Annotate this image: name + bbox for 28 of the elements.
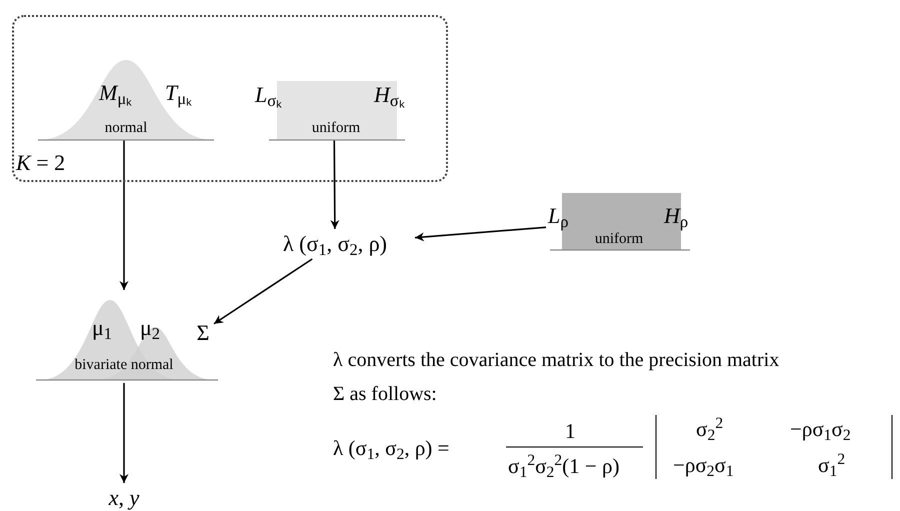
parameter-label: μ$_{2}$ xyxy=(140,314,160,342)
parameter-label: L$_{ρ}$ xyxy=(548,202,568,230)
variable-label: Σ xyxy=(192,318,214,344)
distribution-label: bivariate normal xyxy=(74,356,174,374)
distribution-label: uniform xyxy=(594,230,644,248)
parameter-label: H$_{σₖ}$ xyxy=(374,81,405,109)
parameter-label: M$_{μₖ}$ xyxy=(99,79,132,107)
plate-box xyxy=(12,15,448,182)
arrow xyxy=(120,140,128,290)
formula-text: λ (σ$_{1}$, σ$_{2}$, ρ) = xyxy=(333,435,450,464)
matrix-entry: −ρσ$_{2}$σ$_{1}$ xyxy=(673,452,734,482)
matrix-entry: −ρσ$_{1}$σ$_{2}$ xyxy=(790,416,851,446)
variable-label: x, y xyxy=(102,483,146,509)
numerator-text: 1 xyxy=(565,418,576,445)
parameter-label: T$_{μₖ}$ xyxy=(165,79,192,107)
parameter-label: L$_{σₖ}$ xyxy=(255,81,282,109)
plate-label: K = 2 xyxy=(16,149,66,177)
explanation-text: λ converts the covariance matrix to the precision matrix Σ as follows: xyxy=(333,348,780,407)
parameter-label: μ$_{1}$ xyxy=(92,314,112,342)
distribution-label: normal xyxy=(104,119,148,137)
variable-label: λ (σ$_{1}$, σ$_{2}$, ρ) xyxy=(255,229,415,259)
denominator-text: σ$_{1}$$^{2}$σ$_{2}$$^{2}$(1 − ρ) xyxy=(508,451,620,482)
arrow xyxy=(214,258,313,324)
arrow xyxy=(330,140,340,229)
arrow xyxy=(414,226,546,242)
distribution-label: uniform xyxy=(310,119,362,137)
arrow xyxy=(120,383,128,483)
parameter-label: H$_{ρ}$ xyxy=(664,202,688,230)
